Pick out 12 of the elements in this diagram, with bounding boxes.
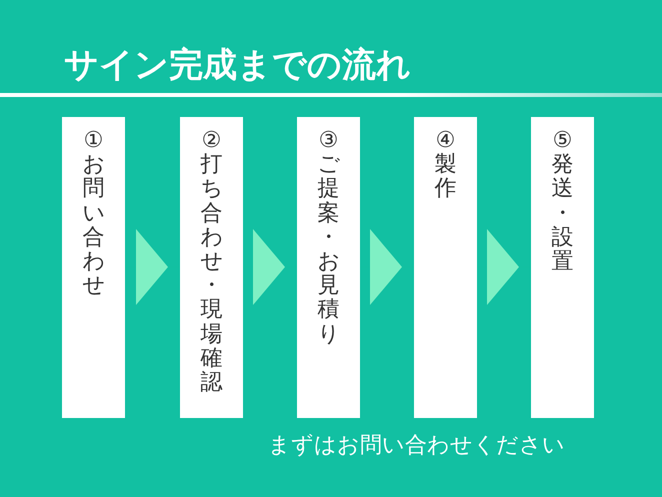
step-label: ①お問い合わせ — [82, 129, 104, 300]
step-box — [180, 117, 243, 418]
step-label: ③ご提案・お見積り — [318, 129, 340, 348]
step-label: ②打ち合わせ・現場確認 — [200, 129, 222, 397]
step-box — [62, 117, 125, 418]
step-box — [531, 117, 594, 418]
step-label: ⑤発送・設置 — [552, 129, 574, 276]
call-to-action-text: まずはお問い合わせください — [268, 432, 565, 460]
title: サイン完成までの流れ — [64, 44, 411, 87]
step-box — [414, 117, 477, 418]
step-box — [297, 117, 360, 418]
step-label: ④製作 — [434, 129, 456, 204]
